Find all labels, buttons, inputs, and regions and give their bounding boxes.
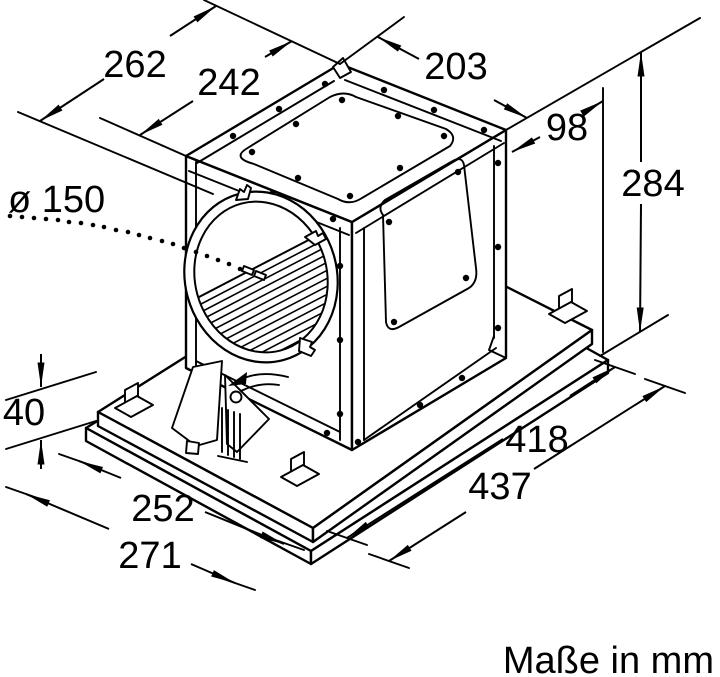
side-gasket-panel <box>379 158 478 331</box>
clip-front <box>280 451 320 487</box>
dimension-label-242: 242 <box>197 62 260 104</box>
dimension-label-437: 437 <box>468 466 531 508</box>
dim-203: 203 <box>377 36 528 119</box>
dim-40: 40 <box>3 354 45 469</box>
collar-tab-bottom <box>298 337 316 357</box>
dimension-label-40: 40 <box>3 392 45 434</box>
motion-arrow <box>228 372 289 392</box>
collar-tab-top <box>235 184 252 201</box>
dim-437: 437 <box>388 385 666 562</box>
dimension-label-284: 284 <box>621 163 684 205</box>
dimension-label-252: 252 <box>131 488 194 530</box>
dim-252: 252 <box>78 460 285 545</box>
diameter-leader-dots <box>7 213 243 272</box>
spring-clamp <box>171 360 289 463</box>
clip-left <box>114 382 154 418</box>
plate-mounting-clips <box>114 288 588 487</box>
plate-upper-side-right <box>311 328 594 544</box>
fan-housing-box <box>177 57 508 452</box>
dim-242: 242 <box>139 40 293 136</box>
dim-271: 271 <box>25 493 236 584</box>
clamp-foot <box>185 440 200 455</box>
dimension-label-203: 203 <box>424 46 487 88</box>
dimension-label-418: 418 <box>505 419 568 461</box>
duct-collar <box>177 184 345 368</box>
dimension-label-271: 271 <box>118 535 181 577</box>
top-access-cover <box>239 92 455 204</box>
dim-418: 418 <box>346 366 616 539</box>
clip-right <box>548 288 588 324</box>
dim-262: 262 <box>39 5 217 122</box>
dimension-label-diameter: ø 150 <box>8 179 105 221</box>
dim-diameter-150: ø 150 <box>7 179 243 272</box>
collar-tab-right <box>304 230 327 246</box>
fan-hub-mark <box>253 270 267 281</box>
dimension-annotations: 262 242 203 98 284 40 <box>3 0 701 591</box>
dimension-label-262: 262 <box>103 44 166 86</box>
clamp-spring-coils <box>217 407 248 463</box>
dim-98: 98 <box>511 100 604 153</box>
dimension-label-98: 98 <box>546 107 588 149</box>
motion-arrowhead-icon <box>228 372 247 386</box>
units-note: Maße in mm <box>503 640 714 677</box>
fan-hub-mark <box>241 265 255 276</box>
clamp-pivot-hole <box>229 390 243 404</box>
screw-dots <box>229 80 502 446</box>
dim-284: 284 <box>621 52 685 333</box>
